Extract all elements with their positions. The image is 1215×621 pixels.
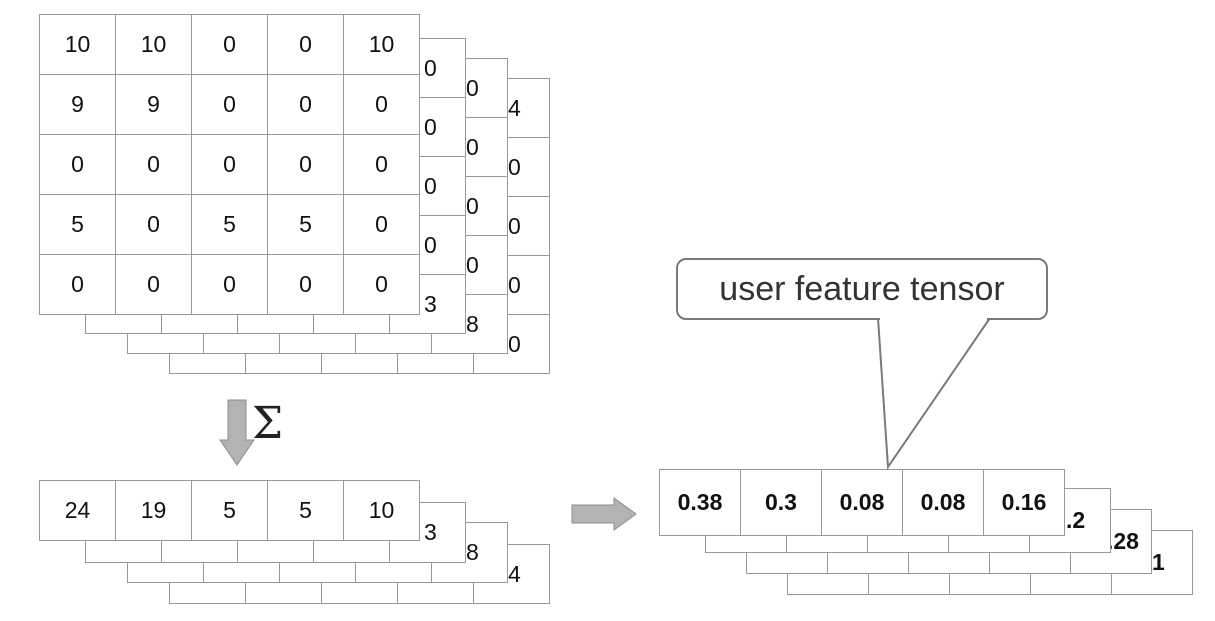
matrix-cell: 0 (344, 255, 420, 315)
matrix-cell: 0 (192, 135, 268, 195)
feature-cell: 0.08 (903, 470, 984, 536)
sum-cell: 5 (268, 481, 344, 541)
matrix-cell: 5 (40, 195, 116, 255)
matrix-cell: 0 (116, 255, 192, 315)
matrix-cell: 10 (344, 15, 420, 75)
feature-cell: 0.38 (660, 470, 741, 536)
feature-front-layer: 0.38 0.3 0.08 0.08 0.16 (659, 469, 1065, 536)
callout-label: user feature tensor (676, 258, 1048, 320)
down-arrow-icon (219, 399, 255, 466)
matrix-cell: 0 (344, 75, 420, 135)
matrix-cell: 0 (116, 135, 192, 195)
matrix-cell: 0 (192, 255, 268, 315)
matrix-cell: 10 (116, 15, 192, 75)
matrix-cell: 5 (268, 195, 344, 255)
matrix-cell: 0 (268, 255, 344, 315)
matrix-cell: 0 (268, 135, 344, 195)
matrix-cell: 9 (116, 75, 192, 135)
matrix-front-layer: 10 10 0 0 10 9 9 0 0 0 0 0 0 0 0 5 0 5 5… (39, 14, 420, 315)
feature-cell: 0.16 (984, 470, 1065, 536)
feature-cell: 0.3 (741, 470, 822, 536)
sum-cell: 24 (40, 481, 116, 541)
matrix-cell: 0 (40, 255, 116, 315)
matrix-cell: 5 (192, 195, 268, 255)
sum-front-layer: 24 19 5 5 10 (39, 480, 420, 541)
matrix-cell: 0 (268, 75, 344, 135)
matrix-cell: 0 (116, 195, 192, 255)
matrix-cell: 0 (344, 195, 420, 255)
sum-cell: 10 (344, 481, 420, 541)
matrix-cell: 0 (192, 75, 268, 135)
matrix-cell: 0 (344, 135, 420, 195)
matrix-cell: 10 (40, 15, 116, 75)
matrix-cell: 9 (40, 75, 116, 135)
right-arrow-icon (571, 497, 637, 531)
matrix-cell: 0 (40, 135, 116, 195)
sum-cell: 19 (116, 481, 192, 541)
sum-cell: 5 (192, 481, 268, 541)
sum-symbol: Σ (252, 398, 284, 449)
matrix-cell: 0 (192, 15, 268, 75)
matrix-cell: 0 (268, 15, 344, 75)
feature-cell: 0.08 (822, 470, 903, 536)
